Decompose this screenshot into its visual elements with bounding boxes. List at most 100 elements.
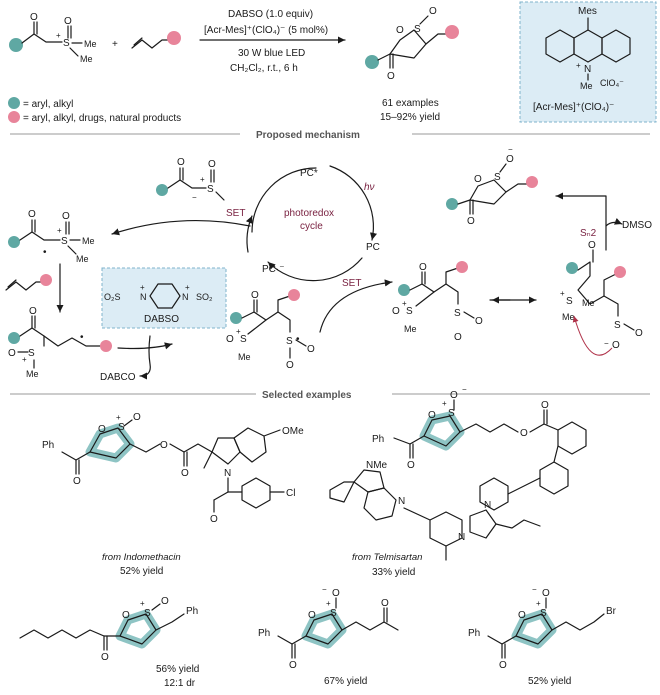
sn2-curly-arrow — [572, 315, 613, 356]
cycle-label-1: photoredox — [284, 208, 334, 219]
mp-ring-s: S — [494, 172, 501, 183]
telmi-ph: Ph — [372, 434, 384, 445]
sulfinate-zwitterion: O S + O Me S O O — [392, 261, 483, 343]
ex5-s-oxide: O — [542, 588, 550, 599]
ylide-oxygen: O — [30, 12, 38, 23]
dabso-n-left: N — [140, 292, 147, 302]
rc-teal-dot — [8, 236, 20, 248]
ex4-ph: Ph — [258, 628, 270, 639]
product-ring-o: O — [396, 25, 404, 36]
sa-o3: O — [612, 340, 620, 351]
ylide-sulfoxide-oxygen: O — [64, 16, 72, 27]
indo-ome: OMe — [282, 426, 304, 437]
sulfoxonium-ylide: O S + O Me Me — [9, 12, 97, 64]
product-carbonyl-o: O — [387, 71, 395, 82]
legend-teal-dot — [8, 97, 20, 109]
ex4-s-oxide: O — [332, 588, 340, 599]
solvent-conditions: CH₂Cl₂, r.t., 6 h — [230, 63, 298, 74]
set-label-right: SET — [342, 278, 361, 289]
ex4-ketone-o: O — [381, 598, 389, 609]
sa-plus: + — [560, 289, 565, 298]
ex3-ring-o: O — [122, 610, 130, 621]
mech-ylide-o: O — [177, 157, 185, 168]
dabso-plus-left: + — [140, 283, 145, 292]
substituent-legend: = aryl, alkyl = aryl, alkyl, drugs, natu… — [8, 97, 181, 124]
telmi-ester-carbonyl-o: O — [541, 400, 549, 411]
ex3-carbonyl-o: O — [101, 652, 109, 663]
ex5-ring-o: O — [518, 610, 526, 621]
alkyl-radical-intermediate: O • S + O Me — [8, 306, 112, 379]
pink-substituent-dot — [167, 31, 181, 45]
ex3-ring-s: S — [144, 608, 151, 619]
ex3-dr: 12:1 dr — [164, 678, 196, 689]
dmso-label: DMSO — [622, 220, 652, 231]
example-indomethacin: O S + O O Ph O O OMe N O Cl from Indomet… — [42, 412, 304, 577]
telmi-carbonyl-o: O — [407, 460, 415, 471]
sr-so: O — [226, 334, 234, 345]
sultine-product: O O S O — [365, 6, 459, 82]
cycle-label-2: cycle — [300, 221, 323, 232]
rc-s: S — [61, 236, 68, 247]
sa-me-2: Me — [562, 312, 575, 322]
sr-me: Me — [238, 352, 251, 362]
sr-o2: O — [307, 344, 315, 355]
rc-so: O — [62, 211, 70, 222]
mechanism-ylide: O S + − O — [156, 157, 225, 202]
sn2-label: Sₙ2 — [580, 228, 597, 239]
set-label-left: SET — [226, 208, 245, 219]
sr-plus: + — [236, 327, 241, 336]
sr-s: S — [240, 334, 247, 345]
sa-teal-dot — [566, 262, 578, 274]
ex4-yield: 67% yield — [324, 676, 367, 687]
hv-label: hν — [364, 182, 375, 193]
catalyst-counterion: ClO₄⁻ — [600, 78, 624, 88]
example-bromide: O S + O − O Ph Br 52% yield — [468, 585, 617, 687]
sz-o3: O — [454, 332, 462, 343]
sr-o: O — [251, 290, 259, 301]
indo-amide-o: O — [210, 514, 218, 525]
pc-ground: PC — [366, 242, 380, 253]
sulfinate-anion: O S + Me Me S O − O — [560, 240, 643, 356]
dabso-so2-right: SO₂ — [196, 292, 213, 302]
catalyst-methyl: Me — [580, 81, 593, 91]
ex4-minus: − — [322, 585, 327, 594]
mech-alkene — [5, 274, 52, 291]
reagent-dabso: DABSO (1.0 equiv) — [228, 9, 313, 20]
indo-carbonyl-o: O — [73, 476, 81, 487]
sn2-arrow — [555, 192, 607, 251]
ar-pink-dot — [100, 340, 112, 352]
sz-me: Me — [404, 324, 417, 334]
sz-so: O — [392, 306, 400, 317]
mp-minus: − — [508, 145, 513, 154]
light-source: 30 W blue LED — [238, 48, 305, 59]
top-reaction: O S + O Me Me + DABSO (1.0 equiv) [Acr-M… — [9, 6, 459, 123]
telmi-n1: N — [484, 500, 491, 511]
dabso-label: DABSO — [144, 314, 179, 325]
dabso-box-frame — [101, 267, 227, 329]
telmi-source: from Telmisartan — [352, 552, 422, 563]
sa-s2: S — [614, 320, 621, 331]
telmi-ring-o: O — [428, 410, 436, 421]
mech-ylide-plus: + — [200, 175, 205, 184]
product-s-oxide: O — [429, 6, 437, 17]
dabso-so2-left: O₂S — [104, 292, 121, 302]
sz-plus: + — [402, 299, 407, 308]
dabso-box: O₂S N + N + SO₂ DABSO — [101, 267, 227, 329]
mechanism-product: O O S O − — [446, 145, 538, 227]
dabso-ring — [149, 283, 181, 309]
legend-teal-text: = aryl, alkyl — [23, 99, 73, 110]
rc-radical: • — [43, 247, 47, 258]
sr-teal-dot — [230, 312, 242, 324]
indo-ester-carbonyl-o: O — [181, 468, 189, 479]
rc-plus: + — [57, 226, 62, 235]
sa-me: Me — [582, 298, 595, 308]
yield-range: 15–92% yield — [380, 112, 440, 123]
sa-minus: − — [604, 339, 609, 348]
ex3-yield: 56% yield — [156, 664, 199, 675]
ar-s: S — [28, 348, 35, 359]
sa-o: O — [588, 240, 596, 251]
teal-substituent-dot — [9, 38, 23, 52]
alkene-substrate — [131, 31, 181, 49]
